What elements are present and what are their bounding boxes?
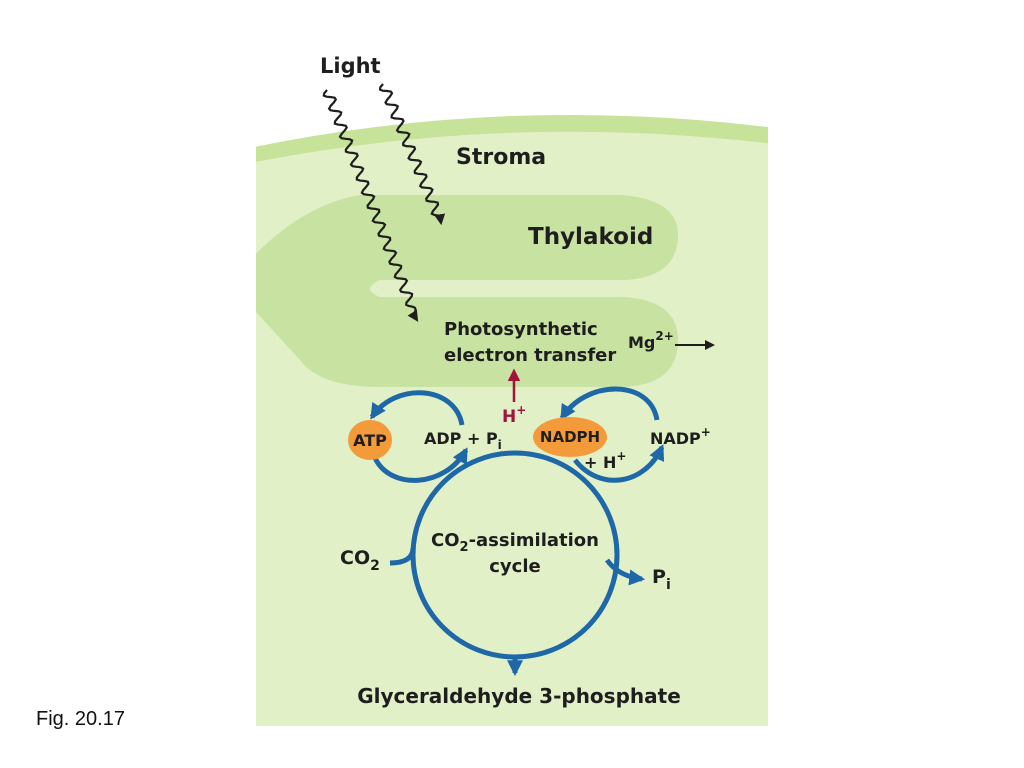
light-label: Light (320, 54, 381, 78)
nadph-proton-label: + H+ (584, 449, 626, 472)
co2-input-arrow (389, 547, 416, 566)
adp-loop-arrow (372, 447, 469, 483)
proton-label: H+ (502, 403, 526, 427)
stroma-label: Stroma (456, 145, 546, 170)
light-ray-icon (378, 83, 446, 226)
nadp-loop-arrow (573, 444, 665, 483)
pi-output-arrow (604, 558, 646, 586)
adp-pi-label: ADP + Pi (424, 429, 502, 452)
co2-label: CO2 (340, 547, 380, 574)
nadph-badge (533, 417, 607, 457)
electron-transfer-label-line2: electron transfer (444, 345, 616, 366)
atp-label: ATP (353, 431, 387, 450)
nadph-loop-arrow (559, 386, 660, 421)
atp-badge (348, 420, 392, 460)
nadph-label: NADPH (540, 428, 600, 446)
electron-transfer-label-line1: Photosynthetic (444, 319, 598, 340)
atp-loop-arrow (369, 390, 465, 426)
product-label: Glyceraldehyde 3-phosphate (357, 684, 681, 708)
figure-caption: Fig. 20.17 (36, 708, 125, 730)
thylakoid-membrane (256, 195, 678, 387)
light-ray-icon (322, 89, 419, 322)
cycle-title: CO2-assimilation (431, 530, 599, 555)
pi-output-label: Pi (652, 566, 671, 593)
mg-ion-label: Mg2+ (628, 329, 674, 352)
nadp-label: NADP+ (650, 425, 711, 448)
cycle-title-line2: cycle (489, 556, 540, 577)
thylakoid-label: Thylakoid (528, 224, 653, 250)
